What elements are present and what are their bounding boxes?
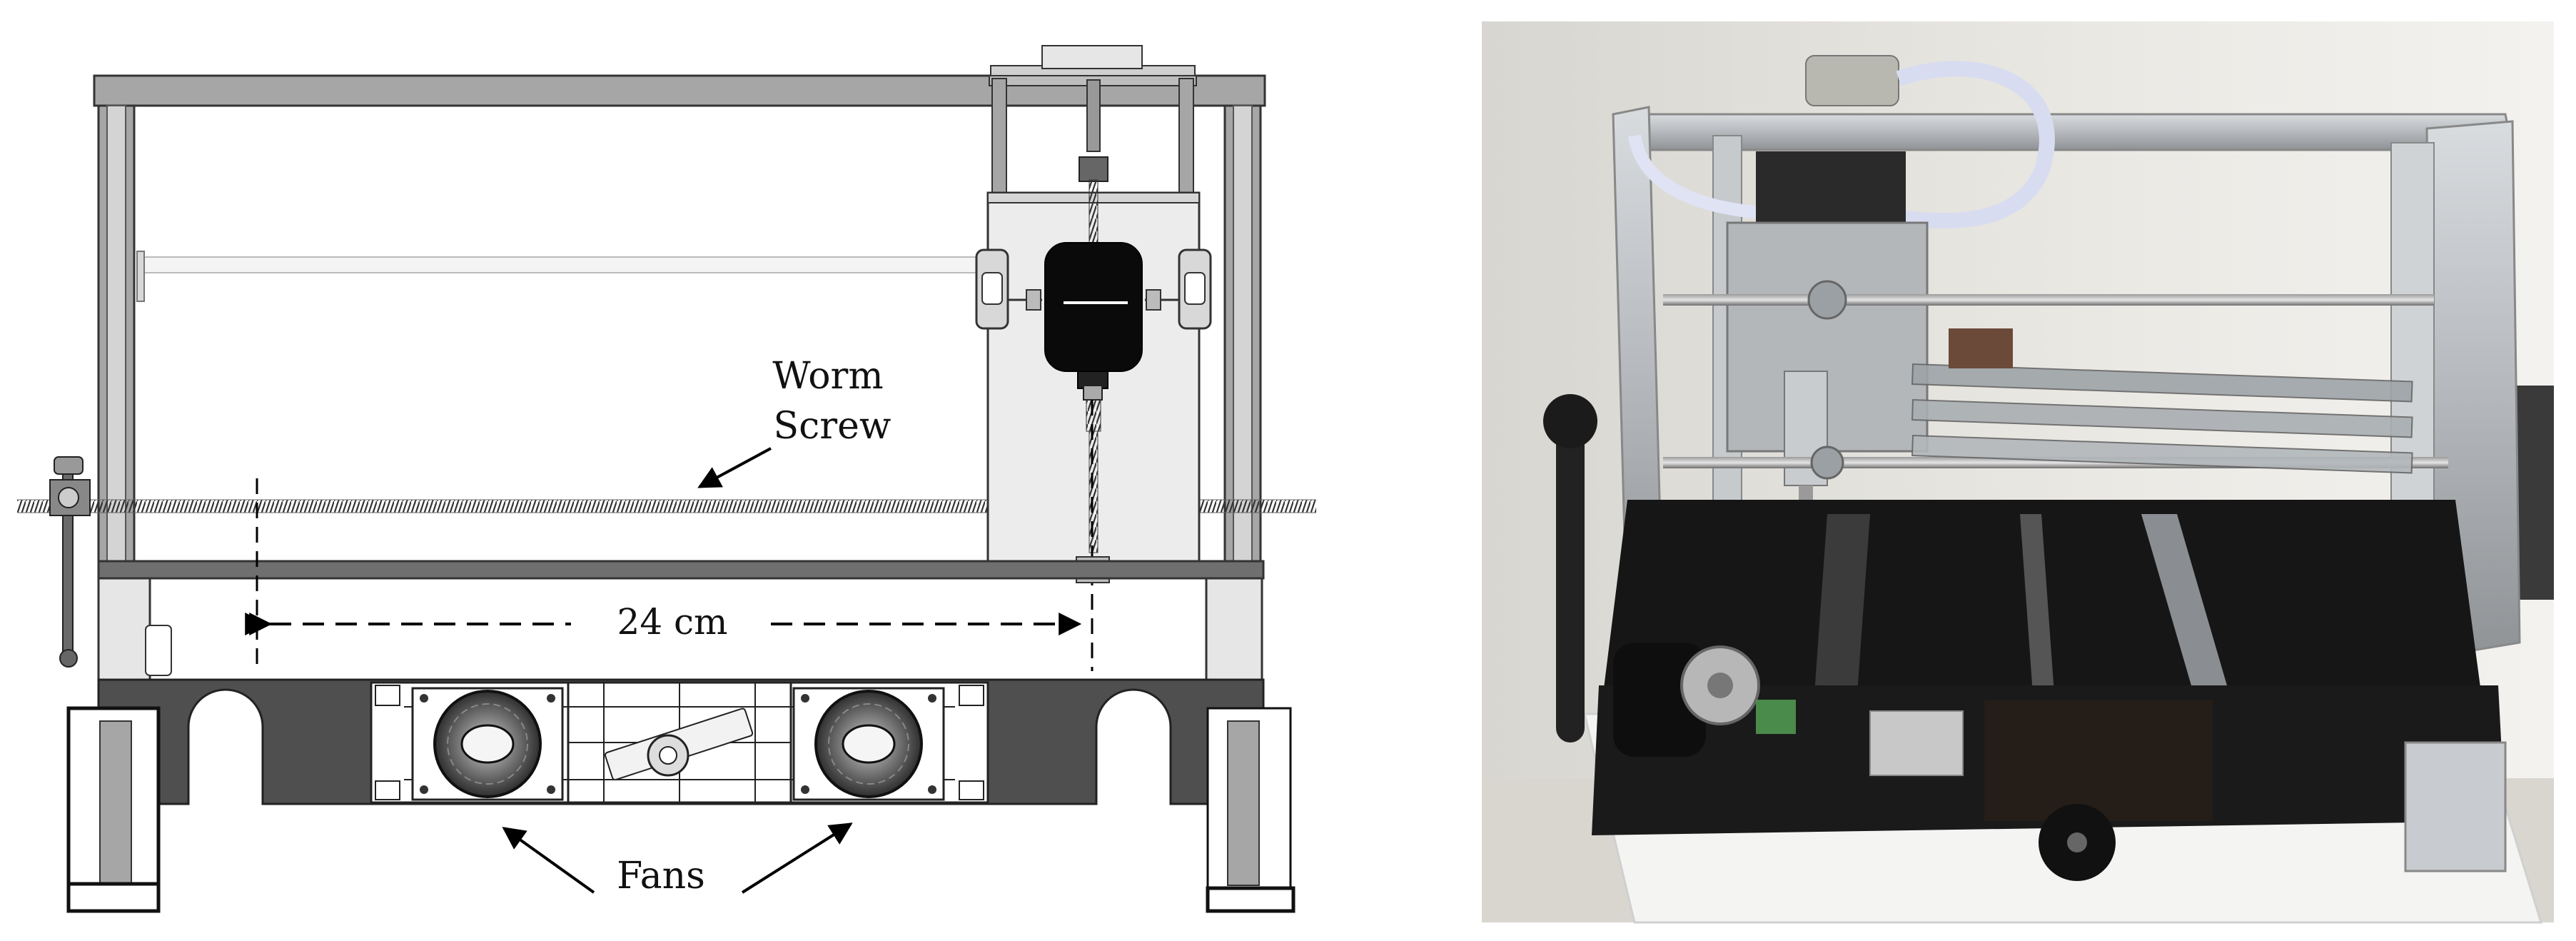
fans-arrow-left	[502, 827, 595, 894]
left-pulley	[49, 456, 91, 668]
fans-arrow-right	[741, 822, 853, 894]
fan-right	[792, 687, 945, 801]
worm-screw-label-line1: Worm	[772, 355, 883, 398]
left-leg	[66, 706, 161, 913]
dimension-label: 24 cm	[617, 601, 728, 643]
machine-photo	[1482, 21, 2554, 924]
right-leg	[1206, 707, 1295, 913]
fan-housing	[97, 678, 1265, 805]
base-bar	[97, 560, 1265, 580]
worm-screw-label-line2: Screw	[774, 405, 892, 448]
fans-label: Fans	[617, 855, 705, 897]
technical-drawing: Worm Screw 24 cm Fans	[17, 45, 1316, 913]
z-carriage	[975, 45, 1212, 671]
fan-left	[411, 687, 564, 801]
guide-rod	[136, 256, 994, 273]
worm-screw-arrow	[697, 447, 772, 488]
dimension-line	[245, 478, 1082, 671]
